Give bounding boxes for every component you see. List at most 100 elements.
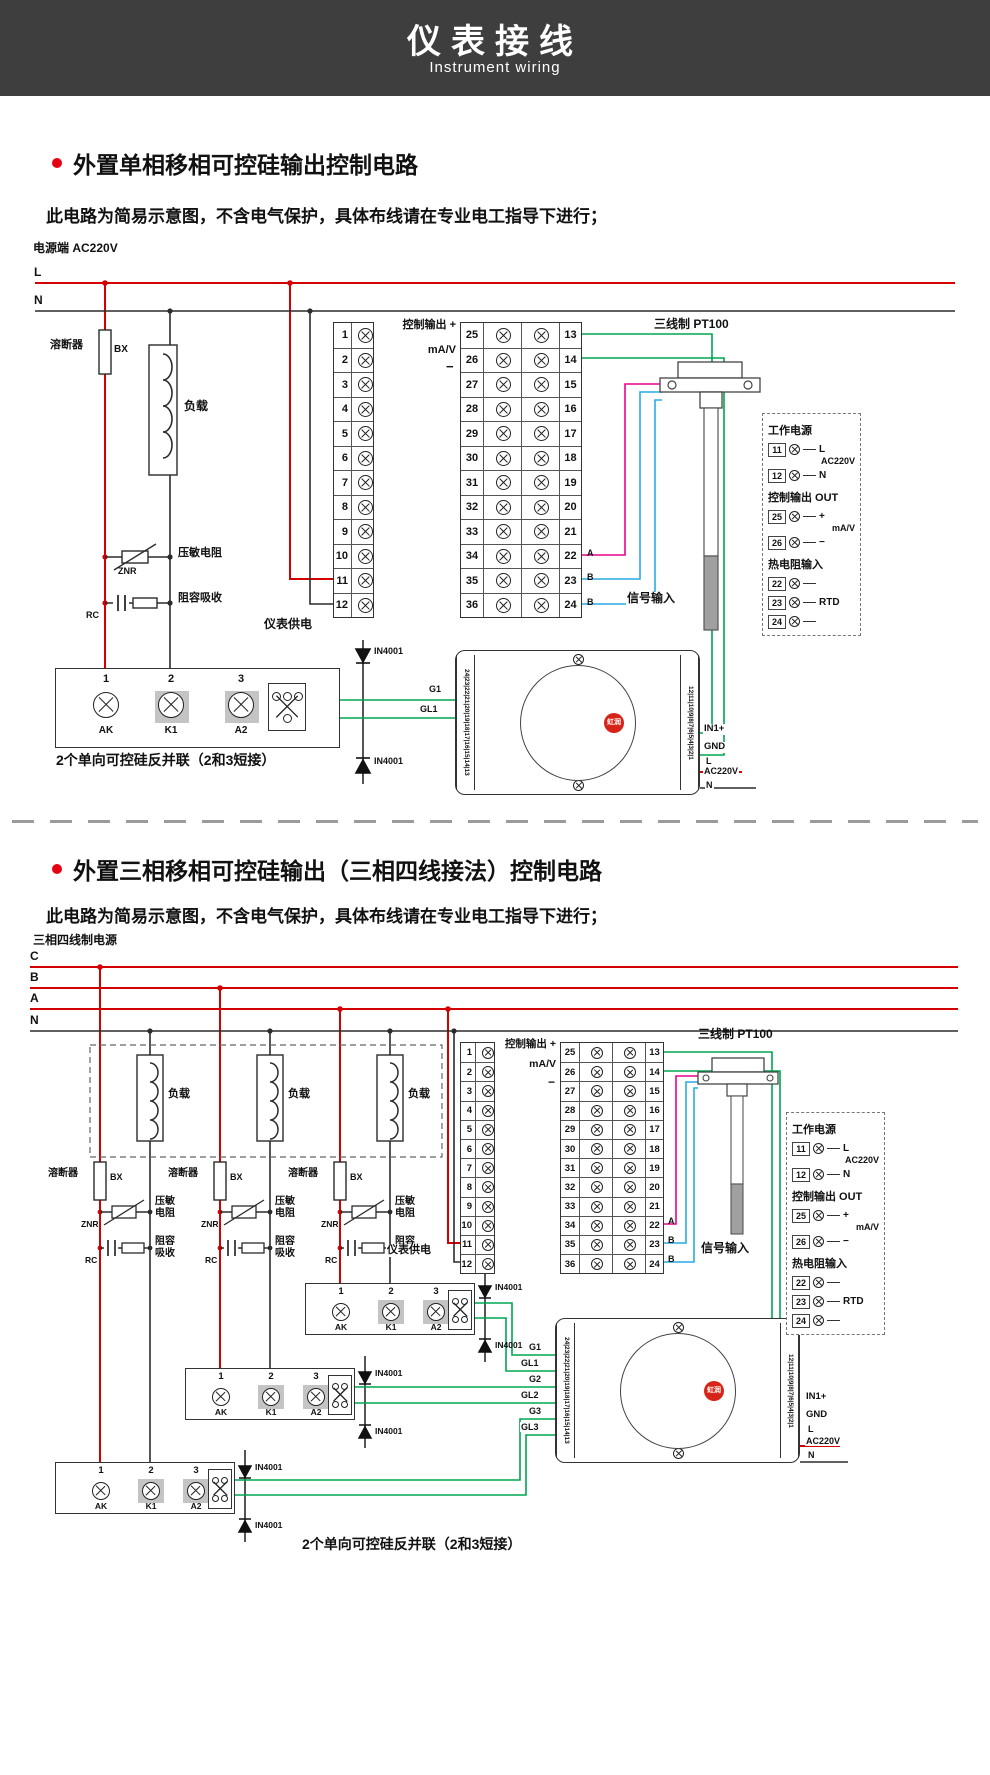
screw-cell (483, 446, 521, 470)
panel-title: 控制输出 OUT (768, 492, 839, 504)
gate-connector (448, 1290, 472, 1330)
s1-terminal-block-1-12: 1 2 3 4 5 6 7 8 (333, 322, 374, 618)
wire-stub (803, 448, 816, 451)
rc-label: 阻容吸收 (154, 1236, 178, 1259)
terminal-row: 34 22 (461, 543, 581, 568)
screw-cell (483, 397, 521, 421)
terminal-number: 24 (559, 593, 581, 617)
terminal-number: 17 (559, 422, 581, 446)
terminal-row: 11 (461, 1234, 494, 1255)
screw-terminal-icon (591, 1200, 603, 1213)
screw-terminal-icon (591, 1046, 603, 1059)
screw-icon (673, 1322, 684, 1333)
terminal-number: 18 (559, 446, 581, 470)
terminal-number: 19 (559, 471, 581, 495)
terminal-row: 29 17 (461, 421, 581, 446)
scr-caption: 2个单向可控硅反并联（2和3短接） (56, 752, 276, 768)
section2-title-text: 外置三相移相可控硅输出（三相四线接法）控制电路 (73, 858, 602, 884)
screw-terminal-icon (534, 597, 549, 613)
terminal-row: 31 19 (461, 470, 581, 495)
s1-blue-wires (582, 391, 662, 605)
terminal-row: 33 21 (461, 519, 581, 544)
terminal-row: 4 (461, 1100, 494, 1120)
brand-logo: 虹润 (604, 713, 624, 733)
screw-terminal-icon (534, 450, 549, 466)
screw-cell (579, 1216, 612, 1235)
terminal-row: 3 (334, 372, 373, 397)
mav-label: mA/V (529, 1058, 556, 1070)
s2-magenta-wire (664, 1075, 698, 1225)
terminal-number: 15 (559, 373, 581, 397)
device-gnd-label: GND (805, 1409, 829, 1421)
minus-label: − (446, 359, 454, 374)
terminal-number: 29 (465, 427, 479, 440)
terminal-row: 1 (334, 323, 373, 348)
screw-terminal-icon (591, 1181, 603, 1194)
scr-terminal-number: 2 (167, 673, 175, 685)
signal-b-label: B (587, 572, 594, 582)
screw-terminal-icon (142, 1482, 160, 1500)
terminal-number: 34 (564, 1220, 576, 1232)
znr-label: ZNR (320, 1219, 340, 1230)
meter-supply-label: 仪表供电 (386, 1244, 432, 1257)
device-terminal-strip-right: 12|11|10|9|8|7|6|5|4|3|2|1 (780, 1323, 799, 1458)
terminal-row: 3 (461, 1081, 494, 1101)
terminal-row: 11 (334, 568, 373, 593)
screw-terminal-icon (813, 1143, 824, 1154)
panel-note: AC220V (820, 456, 855, 466)
terminal-number: 27 (564, 1085, 576, 1097)
signal-input-label: 信号输入 (626, 591, 677, 606)
screw-terminal-icon (496, 548, 511, 564)
screw-terminal-icon (496, 327, 511, 343)
terminal-number: 4 (334, 397, 352, 421)
load-label: 负载 (184, 399, 209, 413)
terminal-row: 10 (461, 1215, 494, 1235)
screw-cell (483, 495, 521, 519)
rc-label: 阻容吸收 (274, 1236, 298, 1259)
screw-cell (521, 520, 559, 544)
ctrl-output-label: 控制输出 + (504, 1038, 556, 1050)
terminal-number: 10 (461, 1216, 476, 1235)
screw-terminal-icon (813, 1210, 824, 1221)
device-terminal-strip-left: 24|23|22|21|20|19|18|17|16|15|14|13 (456, 655, 475, 790)
screw-cell (612, 1063, 645, 1082)
screw-terminal-icon (624, 1143, 636, 1156)
diode-label: IN4001 (375, 1426, 403, 1436)
screw-terminal-icon (187, 1482, 205, 1500)
gate-g1-label: G1 (528, 1342, 543, 1353)
screw-terminal-icon (496, 573, 511, 589)
terminal-row: 26 14 (561, 1062, 663, 1082)
device-l-label: L (807, 1424, 815, 1435)
line-a-label: A (30, 991, 39, 1005)
wire-stub (827, 1214, 840, 1217)
terminal-number: 28 (564, 1105, 576, 1117)
screw-terminal-icon (228, 692, 254, 718)
fuse-bx-label: BX (110, 1172, 123, 1182)
s2-trigger-device: 24|23|22|21|20|19|18|17|16|15|14|13 12|1… (555, 1318, 800, 1463)
terminal-row: 4 (334, 396, 373, 421)
signal-b-label: B (587, 597, 594, 607)
fuse-bx-label: BX (114, 344, 128, 355)
screw-cell (521, 397, 559, 421)
screw-terminal-icon (262, 1388, 280, 1406)
diode-label: IN4001 (495, 1340, 523, 1350)
gate-connector (328, 1375, 352, 1415)
device-n-label: N (705, 780, 714, 791)
ctrl-output-label: 控制输出 + (402, 319, 456, 331)
panel-row: 24 (792, 1311, 879, 1330)
screw-terminal-icon (332, 1303, 350, 1321)
screw-cell (579, 1063, 612, 1082)
scr-caption: 2个单向可控硅反并联（2和3短接） (302, 1536, 522, 1552)
screw-terminal-icon (624, 1066, 636, 1079)
screw-cell (521, 471, 559, 495)
screw-terminal-icon (534, 524, 549, 540)
terminal-row: 12 (334, 592, 373, 617)
diode-label: IN4001 (374, 646, 404, 656)
screw-icon (673, 1448, 684, 1459)
screw-terminal-icon (358, 573, 373, 589)
terminal-row: 32 20 (461, 494, 581, 519)
screw-cell (483, 348, 521, 372)
